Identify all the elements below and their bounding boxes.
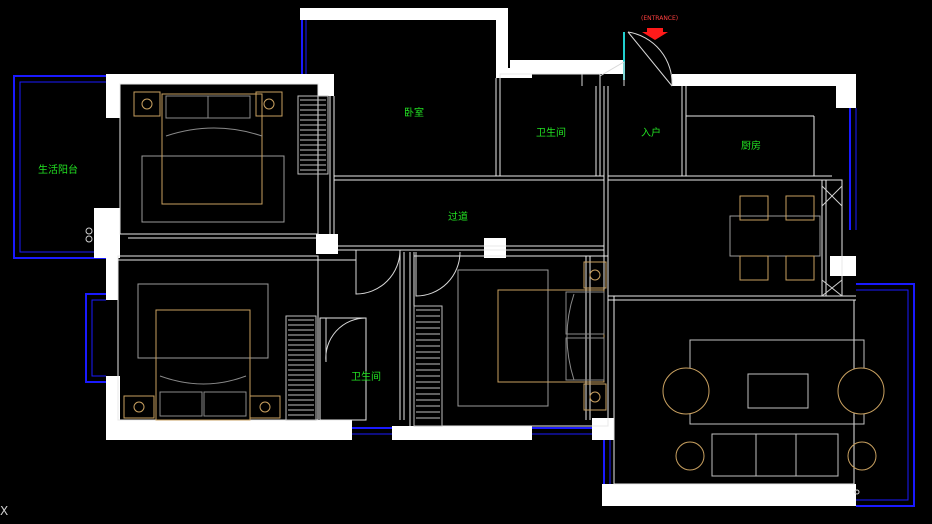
wardrobes [285,95,443,427]
room-label-balcony: 生活阳台 [38,165,78,176]
room-label-kitchen: 厨房 [741,141,761,152]
furniture [123,91,885,477]
entry-arrow-icon [642,28,668,40]
balcony-window-frame [13,75,106,259]
living-room-set [662,339,885,477]
windows [85,20,915,507]
room-label-bathroom-bottom: 卫生间 [351,372,381,383]
dining-set [729,195,821,281]
bed-bottom-left [123,283,281,421]
bed-right [457,261,607,411]
room-label-entrance: 入户 [641,128,661,139]
room-label-corridor: 过道 [448,212,468,223]
wardrobe-hatch-left [288,319,314,416]
bed-top-left [133,91,285,223]
wardrobe-hatch-top [300,99,326,171]
axis-mark: X [0,504,9,518]
misc-details [85,185,860,495]
doors [325,31,673,363]
interior-walls [117,73,856,485]
room-label-bathroom-top: 卫生间 [536,128,566,139]
room-label-bedroom-top: 卧室 [404,108,424,119]
walls [94,8,856,506]
entry-tag: (ENTRANCE) [641,15,679,22]
wardrobe-hatch-right [416,309,440,419]
